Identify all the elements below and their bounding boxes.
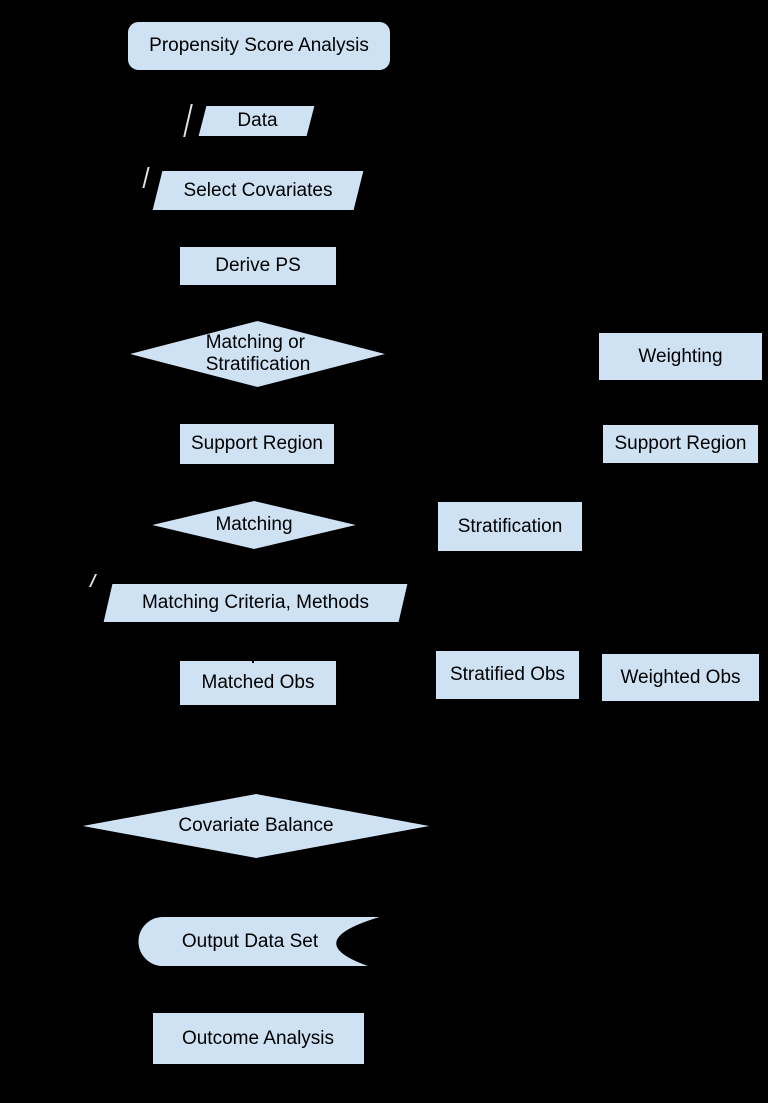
node-support-region-right-shape (602, 424, 759, 464)
node-stratification-shape (437, 501, 583, 552)
node-weighted-obs-shape (601, 653, 760, 702)
node-support-region-left-shape (179, 423, 335, 465)
node-select-covariates-shape (151, 170, 365, 211)
node-covariate-balance-shape (79, 792, 433, 860)
node-matched-obs-shape (179, 660, 337, 706)
node-propensity-score-analysis-shape (127, 21, 391, 71)
node-stratified-obs-shape (435, 650, 580, 700)
node-matching-criteria-shape (102, 583, 409, 623)
node-matching-or-stratification-shape (126, 319, 389, 389)
node-outcome-analysis-shape (152, 1012, 365, 1065)
node-output-data-set-shape (137, 916, 384, 967)
node-derive-ps-shape (179, 246, 337, 286)
node-weighting-shape (598, 332, 763, 381)
node-matching-shape (149, 499, 359, 551)
node-data-shape (197, 105, 316, 137)
